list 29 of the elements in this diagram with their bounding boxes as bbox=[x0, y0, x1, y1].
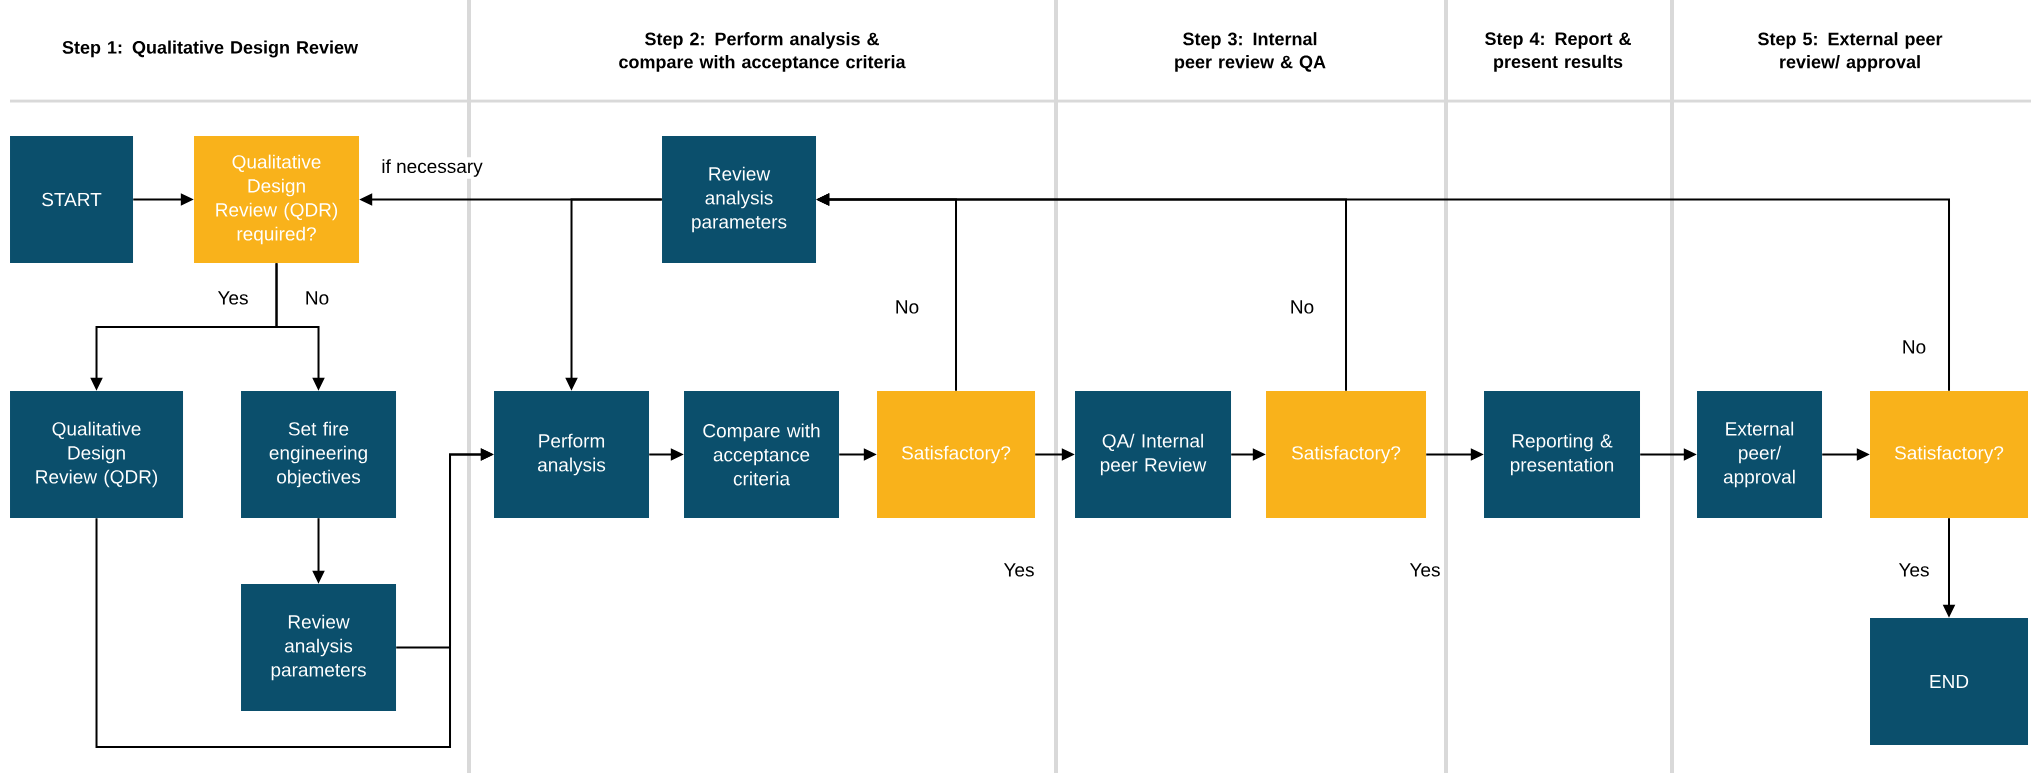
process-box: Perform analysis bbox=[494, 391, 649, 518]
column-header: Step 3: Internal peer review & QA bbox=[1175, 32, 1326, 72]
decision-box: Satisfactory? bbox=[1266, 391, 1426, 518]
decision-box: Qualitative Design Review (QDR) required? bbox=[194, 136, 359, 263]
edge-label: Yes bbox=[215, 289, 251, 307]
process-box: Compare with acceptance criteria bbox=[684, 391, 839, 518]
end-box: END bbox=[1870, 618, 2028, 745]
process-box: Reporting & presentation bbox=[1484, 391, 1640, 518]
process-box: External peer/ approval bbox=[1697, 391, 1822, 518]
edge-label: No bbox=[302, 289, 332, 307]
edge-label: No bbox=[892, 298, 922, 316]
process-box: Qualitative Design Review (QDR) bbox=[10, 391, 183, 518]
column-header: Step 1: Qualitative Design Review bbox=[62, 40, 359, 58]
edge-label: No bbox=[1899, 338, 1929, 356]
decision-box: Satisfactory? bbox=[1870, 391, 2028, 518]
start-box: START bbox=[10, 136, 133, 263]
process-box: Review analysis parameters bbox=[241, 584, 396, 711]
column-header: Step 5: External peer review/ approval bbox=[1758, 32, 1943, 72]
edge-label: No bbox=[1287, 298, 1317, 316]
column-header: Step 4: Report & present results bbox=[1485, 32, 1631, 72]
process-box: Review analysis parameters bbox=[662, 136, 816, 263]
branch-label: Yes bbox=[1409, 563, 1440, 577]
process-box: QA/ Internal peer Review bbox=[1075, 391, 1231, 518]
column-header: Step 2: Perform analysis & compare with acceptance criteria bbox=[619, 32, 906, 72]
edge-label: Yes bbox=[1896, 561, 1932, 579]
branch-label: Yes bbox=[1003, 563, 1034, 577]
edge-label: if necessary bbox=[379, 157, 485, 179]
process-box: Set fire engineering objectives bbox=[241, 391, 396, 518]
decision-box: Satisfactory? bbox=[877, 391, 1035, 518]
